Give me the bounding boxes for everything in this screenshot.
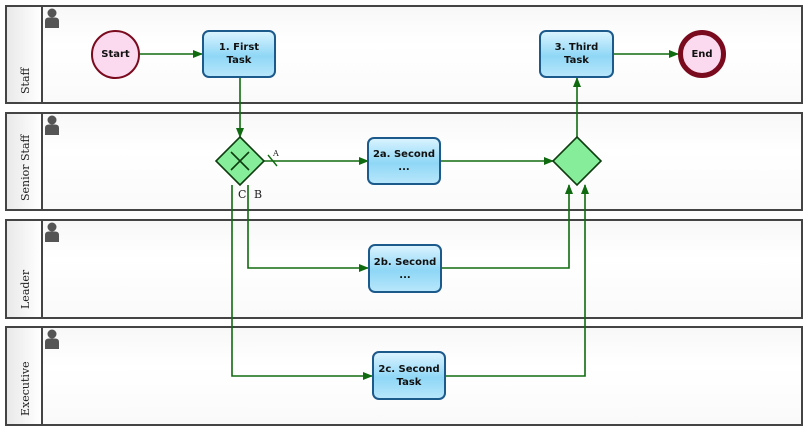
task-label: 1. First Task bbox=[218, 42, 260, 66]
lane-header: Senior Staff bbox=[7, 114, 43, 209]
task-first[interactable]: 1. First Task bbox=[202, 30, 276, 78]
lane-header: Leader bbox=[7, 221, 43, 317]
task-label: 2b. Second ... bbox=[373, 256, 437, 281]
task-label: 2a. Second ... bbox=[372, 149, 436, 173]
flow-b-to-task2b[interactable] bbox=[247, 185, 369, 272]
task-second-b[interactable]: 2b. Second ... bbox=[368, 244, 442, 293]
default-flow-marker bbox=[267, 154, 278, 167]
start-event[interactable]: Start bbox=[91, 30, 140, 79]
flow-label-a: A bbox=[273, 149, 279, 158]
flow-task2b-to-join-gateway[interactable] bbox=[442, 184, 573, 269]
flow-label-c: C bbox=[238, 188, 247, 201]
person-icon bbox=[45, 115, 59, 135]
task-third[interactable]: 3. Third Task bbox=[539, 30, 614, 78]
task-label: 2c. Second Task bbox=[378, 363, 440, 388]
flow-c-to-task2c[interactable] bbox=[231, 185, 373, 380]
end-event-label: End bbox=[691, 48, 713, 60]
start-event-label: Start bbox=[101, 49, 130, 60]
flow-label-b: B bbox=[254, 188, 263, 201]
task-second-c[interactable]: 2c. Second Task bbox=[372, 351, 446, 400]
person-icon bbox=[45, 222, 59, 242]
person-icon bbox=[45, 8, 59, 28]
lane-header: Staff bbox=[7, 7, 43, 102]
gateway-join[interactable] bbox=[551, 135, 603, 187]
person-icon bbox=[45, 329, 59, 349]
lane-header: Executive bbox=[7, 328, 43, 424]
end-event[interactable]: End bbox=[678, 30, 726, 78]
task-second-a[interactable]: 2a. Second ... bbox=[367, 137, 441, 185]
exclusive-gateway-split[interactable] bbox=[214, 135, 266, 187]
task-label: 3. Third Task bbox=[554, 42, 599, 66]
flow-task2c-to-join-gateway[interactable] bbox=[446, 184, 589, 377]
